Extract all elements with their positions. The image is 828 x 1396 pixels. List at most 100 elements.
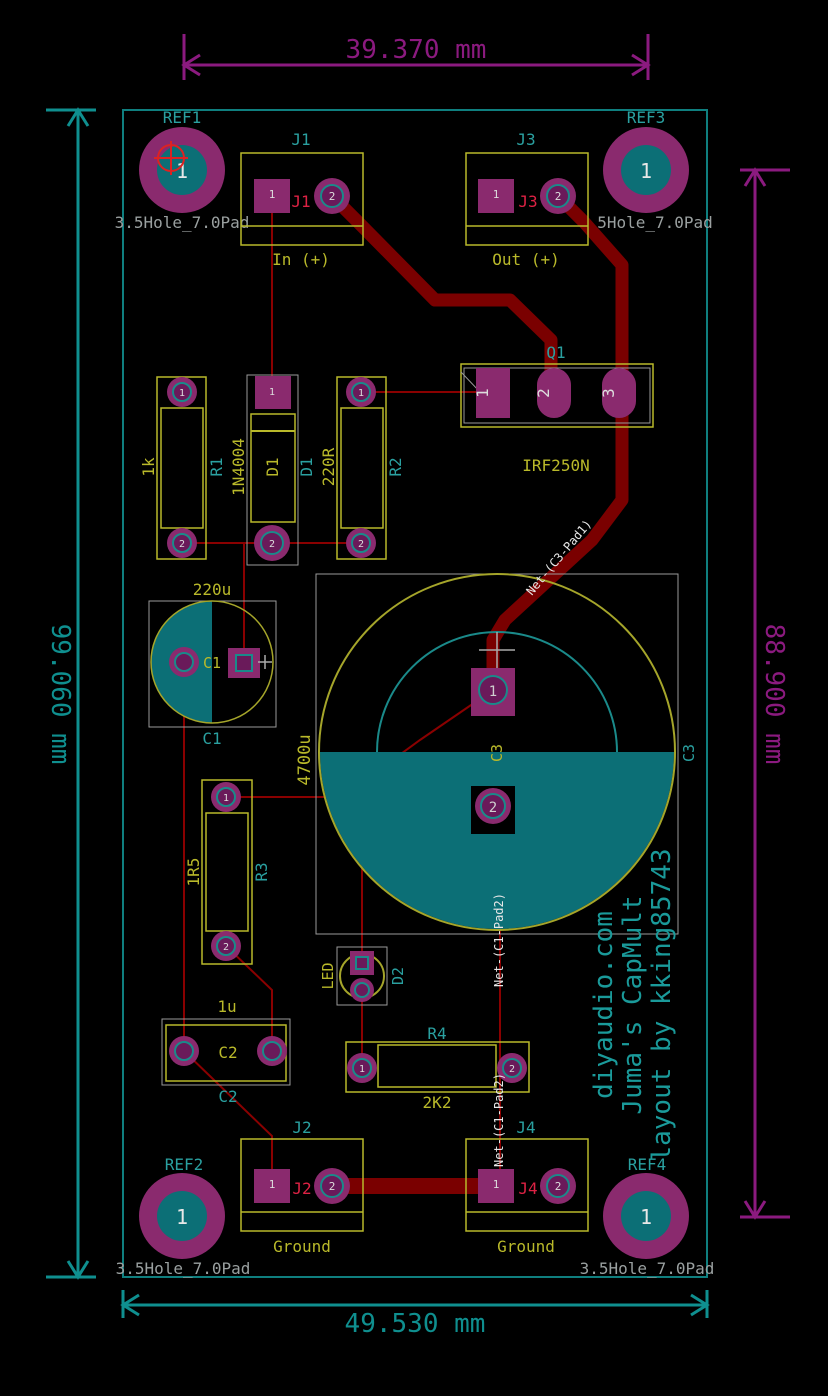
j1-ref: J1 — [291, 130, 310, 149]
svg-text:1: 1 — [176, 1205, 188, 1229]
c3-pad2-number: 2 — [489, 800, 497, 816]
resistor-r3: 1 2 1R5 R3 — [184, 779, 271, 965]
c1-fab: C1 — [203, 654, 221, 672]
j2-value: Ground — [273, 1237, 331, 1256]
dimension-left: 99.060 mm — [45, 107, 96, 1280]
svg-text:2: 2 — [223, 942, 229, 953]
r3-ref: R3 — [252, 862, 271, 881]
resistor-r2: 1 2 220R R2 — [319, 376, 405, 560]
svg-text:1: 1 — [223, 793, 229, 804]
svg-text:1: 1 — [269, 387, 275, 398]
svg-text:1: 1 — [640, 159, 652, 183]
svg-text:2: 2 — [509, 1064, 515, 1075]
dimension-bottom-label: 49.530 mm — [345, 1309, 486, 1339]
j3-value: Out (+) — [492, 250, 559, 269]
svg-text:2: 2 — [269, 539, 275, 550]
c3-pad1-number: 1 — [489, 684, 497, 700]
dimension-right: 88.900 mm — [740, 167, 790, 1220]
svg-text:1: 1 — [176, 159, 188, 183]
svg-text:2: 2 — [555, 1180, 562, 1193]
j2-ref: J2 — [292, 1118, 311, 1137]
j4-fab: J4 — [518, 1179, 537, 1198]
capacitor-c2: 1u C2 C2 — [161, 997, 291, 1106]
svg-text:2: 2 — [555, 190, 562, 203]
j4-ref: J4 — [516, 1118, 535, 1137]
ref3-footprint: 5Hole_7.0Pad — [597, 213, 713, 232]
j1-value: In (+) — [272, 250, 330, 269]
c1-value: 220u — [193, 580, 232, 599]
resistor-r4: 1 2 R4 2K2 — [345, 1024, 530, 1112]
c2-value: 1u — [217, 997, 236, 1016]
dimension-top: 39.370 mm — [181, 34, 651, 80]
credit-line-2: Juma's CapMult — [618, 895, 648, 1114]
led-d2: LED D2 — [319, 946, 407, 1006]
r4-ref: R4 — [427, 1024, 446, 1043]
mounting-hole-ref2: 1 REF2 3.5Hole_7.0Pad — [116, 1155, 251, 1278]
svg-text:1: 1 — [493, 188, 500, 201]
c3-fab: C3 — [488, 744, 506, 762]
svg-text:1: 1 — [359, 1064, 365, 1075]
dimension-left-label: 99.060 mm — [45, 624, 75, 765]
c2-fab: C2 — [218, 1043, 237, 1062]
svg-text:1: 1 — [179, 388, 185, 399]
j3-fab: J3 — [518, 192, 537, 211]
silkscreen-credits: diyaudio.com Juma's CapMult layout by kk… — [589, 848, 677, 1161]
d1-ref: D1 — [297, 457, 316, 476]
ref4-label: REF4 — [628, 1155, 667, 1174]
ref1-footprint: 3.5Hole_7.0Pad — [115, 213, 250, 232]
ref1-label: REF1 — [163, 108, 202, 127]
credit-line-1: diyaudio.com — [589, 911, 619, 1099]
svg-text:1: 1 — [473, 388, 492, 398]
d1-fab: D1 — [263, 457, 282, 476]
mounting-hole-ref3: 1 REF3 5Hole_7.0Pad — [597, 108, 713, 232]
svg-text:2: 2 — [534, 388, 553, 398]
mounting-hole-ref1: 1 REF1 3.5Hole_7.0Pad — [115, 108, 250, 232]
board-outline — [122, 109, 708, 1278]
q1-value: IRF250N — [522, 456, 589, 475]
ref2-footprint: 3.5Hole_7.0Pad — [116, 1259, 251, 1278]
transistor-q1: 1 2 3 Q1 IRF250N — [460, 343, 654, 475]
connector-j2: 1 2 J2 J2 Ground — [240, 1118, 364, 1256]
j3-ref: J3 — [516, 130, 535, 149]
j4-value: Ground — [497, 1237, 555, 1256]
c3-ref: C3 — [680, 744, 698, 762]
r2-ref: R2 — [386, 457, 405, 476]
ref2-label: REF2 — [165, 1155, 204, 1174]
j2-fab: J2 — [292, 1179, 311, 1198]
resistor-r1: 1 2 1k R1 — [139, 376, 226, 560]
r2-value: 220R — [319, 447, 338, 486]
d2-ref: D2 — [389, 967, 407, 985]
net-label-c1-pad2-b: Net-(C1-Pad2) — [492, 1073, 506, 1167]
ref4-footprint: 3.5Hole_7.0Pad — [580, 1259, 715, 1278]
svg-text:1: 1 — [269, 1178, 276, 1191]
connector-j4: 1 2 J4 J4 Ground — [465, 1118, 589, 1256]
c2-ref: C2 — [218, 1087, 237, 1106]
svg-text:2: 2 — [329, 1180, 336, 1193]
r1-value: 1k — [139, 457, 158, 477]
c3-value: 4700u — [295, 734, 315, 785]
svg-text:1: 1 — [358, 388, 364, 399]
svg-text:1: 1 — [269, 188, 276, 201]
dimension-top-label: 39.370 mm — [346, 35, 487, 65]
svg-text:1: 1 — [640, 1205, 652, 1229]
ref3-label: REF3 — [627, 108, 666, 127]
svg-text:2: 2 — [179, 539, 185, 550]
dimension-right-label: 88.900 mm — [759, 624, 789, 765]
q1-ref: Q1 — [546, 343, 565, 362]
copper-traces — [325, 189, 629, 1194]
connector-j3: 1 2 J3 J3 Out (+) — [465, 130, 589, 269]
thin-traces — [182, 196, 501, 1186]
capacitor-c1: 220u C1 C1 — [148, 580, 277, 748]
mounting-hole-ref4: 1 REF4 3.5Hole_7.0Pad — [580, 1155, 715, 1278]
j1-fab: J1 — [291, 192, 310, 211]
c1-ref: C1 — [202, 729, 221, 748]
connector-j1: 1 2 J1 J1 In (+) — [240, 130, 364, 269]
credit-line-3: layout by kking85743 — [647, 848, 677, 1161]
r1-ref: R1 — [207, 457, 226, 476]
d1-value: 1N4004 — [229, 438, 248, 496]
dimension-bottom: 49.530 mm — [120, 1290, 710, 1339]
capacitor-c3: 1 2 4700u C3 C3 — [295, 573, 698, 935]
net-label-c1-pad2-a: Net-(C1-Pad2) — [492, 893, 506, 987]
svg-text:2: 2 — [329, 190, 336, 203]
